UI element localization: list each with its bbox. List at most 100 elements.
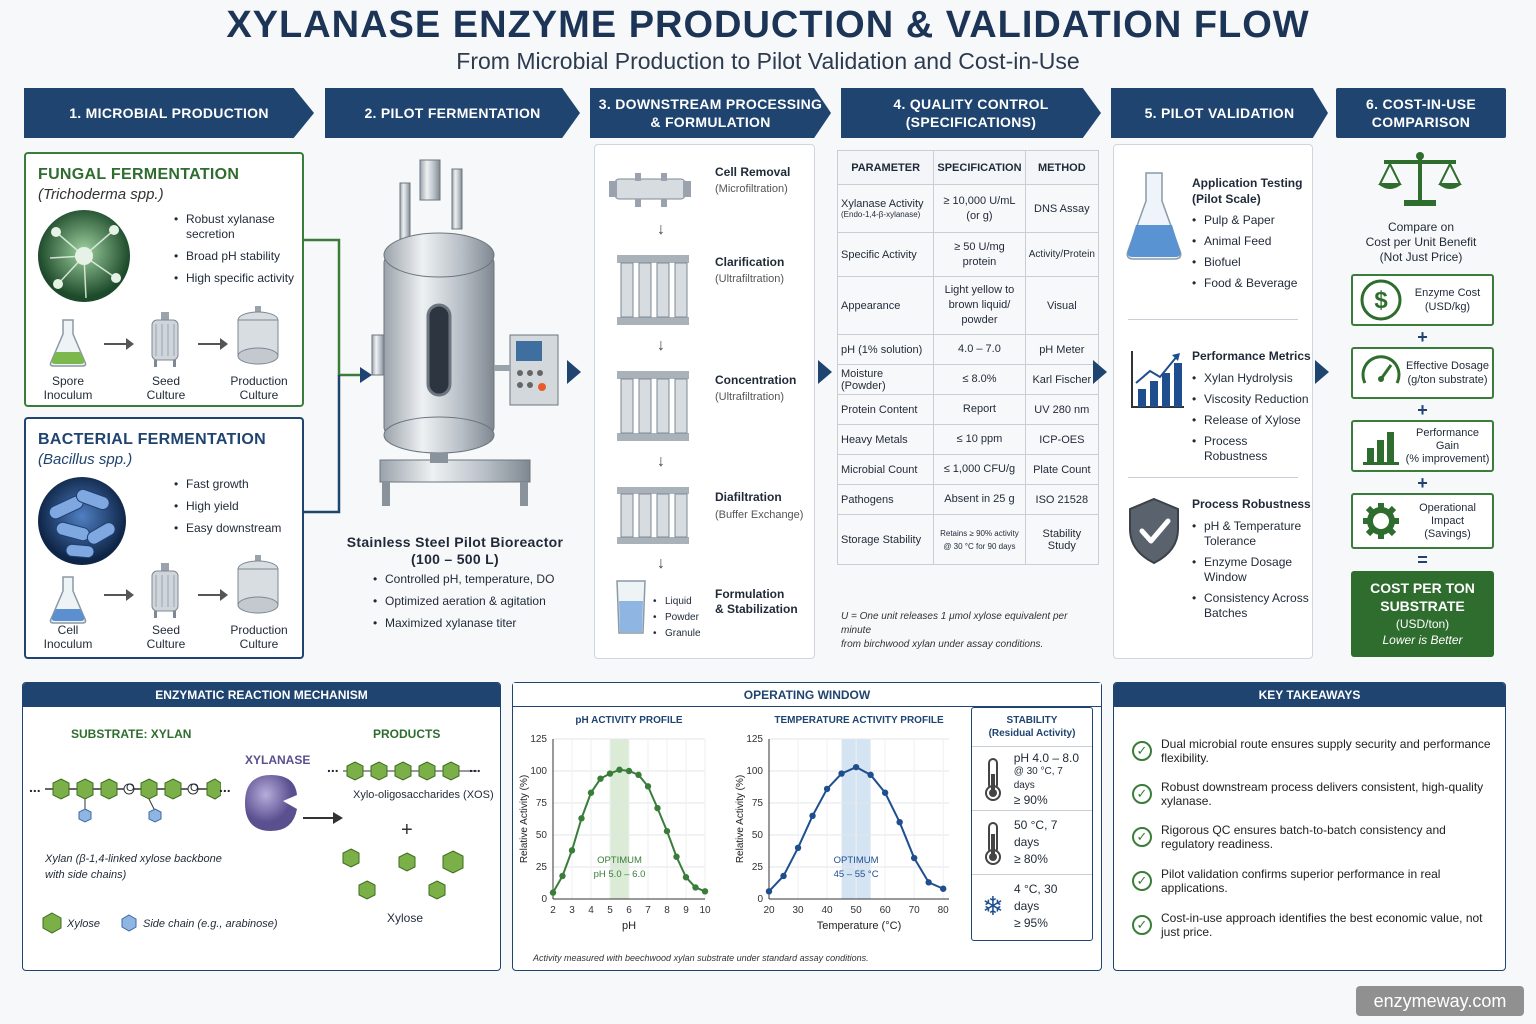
temperature-activity-chart: TEMPERATURE ACTIVITY PROFILE025507510012… [735,715,949,932]
stage-label: 2. PILOT FERMENTATION [364,105,541,121]
validation-list: Pulp & Paper Animal Feed Biofuel Food & … [1192,213,1310,297]
stage-arrow-icon [818,360,832,384]
y-tick-label: 50 [536,830,548,841]
data-point [881,789,889,796]
equals-operator: = [1417,550,1428,570]
check-icon: ✓ [1132,784,1152,804]
data-point [606,770,614,777]
data-point [896,819,903,826]
bullet-item: Pulp & Paper [1192,213,1310,228]
data-point [838,770,845,777]
stage-header-3: 3. DOWNSTREAM PROCESSING & FORMULATION [590,88,831,138]
plus-operator: + [1417,473,1428,493]
qc-parameter: Storage Stability [836,514,935,565]
data-point [568,847,576,854]
check-icon: ✓ [1132,915,1152,935]
cost-item-operational-impact: Operational Impact (Savings) [1351,493,1494,549]
seed-tank-icon [151,312,179,367]
stability-line: ≥ 80% [1013,852,1048,866]
xylose-label: Xylose [387,911,424,925]
thermometer-icon [985,757,1001,801]
fungus-microscope-icon [38,210,130,302]
form-item: Powder [653,613,713,624]
stage-label: 6. COST-IN-USE COMPARISON [1366,96,1476,130]
y-tick-label: 0 [757,894,763,905]
glycosidic-o-label: O [126,782,135,794]
arrowhead-icon [220,589,228,601]
qc-parameter: Xylanase Activity(Endo-1,4-β-xylanase) [836,184,935,233]
operating-footnote: Activity measured with beechwood xylan s… [533,953,869,963]
cost-item-enzyme-cost: $ Enzyme Cost (USD/kg) [1351,274,1494,326]
takeaway-item: ✓Robust downstream process delivers cons… [1132,780,1497,808]
bioreactor-bullets: Controlled pH, temperature, DO Optimized… [373,572,583,638]
data-point [910,854,918,862]
data-point [549,889,557,896]
data-point [925,879,932,886]
x-tick-label: 30 [792,905,804,916]
qc-parameter-name: Microbial Count [841,463,918,476]
data-point [682,874,690,881]
qc-specification: ≥ 10,000 U/mL (or g) [933,184,1026,233]
plus-operator: + [1417,400,1428,420]
data-point [578,815,585,822]
arrowhead-icon [220,338,228,350]
stability-line: @ 30 °C, 7 days [1013,765,1063,791]
y-tick-label: 125 [746,734,763,745]
ellipsis-left: ... [29,779,41,795]
data-point [673,853,680,860]
operating-title: OPERATING WINDOW [513,683,1101,707]
bullet-item: Controlled pH, temperature, DO [373,572,583,587]
production-tank-icon [237,555,279,614]
step-label: Seed Culture [146,623,186,651]
step-name: Formulation & Stabilization [715,587,798,616]
stability-line: pH 4.0 – 8.0 [1013,750,1080,765]
page-title: XYLANASE ENZYME PRODUCTION & VALIDATION … [226,4,1310,46]
bullet-item: Food & Beverage [1192,276,1310,291]
data-point [559,872,566,880]
takeaway-item: ✓Cost-in-use approach identifies the bes… [1132,911,1497,939]
x-axis-label: pH [622,920,636,932]
stage-header-5: 5. PILOT VALIDATION [1111,88,1328,138]
qc-method: Activity/Protein [1024,232,1100,277]
data-point [701,888,709,895]
y-tick-label: 75 [752,798,764,809]
svg-text:$: $ [1374,287,1388,314]
step-label: Spore Inoculum [43,374,93,402]
validation-block-title: Process Robustness [1192,497,1311,511]
step-name: Cell Removal [715,165,791,179]
stage-header-4: 4. QUALITY CONTROL (SPECIFICATIONS) [841,88,1101,138]
cost-item-performance-gain: Performance Gain (% improvement) [1351,420,1494,472]
validation-block-title: Performance Metrics [1192,349,1311,363]
bullet-item: Animal Feed [1192,234,1310,249]
check-icon: ✓ [1132,871,1152,891]
products-label: PRODUCTS [373,727,441,741]
step-name: Concentration [715,373,797,387]
ultrafiltration-unit-icon [617,255,689,325]
stability-line: ≥ 90% [1013,792,1048,807]
fungal-organism: (Trichoderma spp.) [38,186,164,203]
takeaway-text: Pilot validation confirms superior perfo… [1161,867,1441,895]
stage-label: 4. QUALITY CONTROL (SPECIFICATIONS) [893,96,1049,130]
qc-method: pH Meter [1024,334,1100,365]
qc-parameter-name: Appearance [841,299,901,312]
qc-specification: ≤ 1,000 CFU/g [933,454,1026,485]
x-tick-label: 5 [607,905,613,916]
qc-parameter-name: Storage Stability [841,533,922,546]
qc-panel: PARAMETER SPECIFICATION METHOD Xylanase … [836,150,1100,650]
step-sub: (Microfiltration) [715,183,788,195]
qc-parameter: Microbial Count [836,454,935,485]
optimum-label: OPTIMUM [597,855,642,866]
ellipsis-right: ... [219,779,231,795]
reaction-arrow-icon [303,812,343,824]
bullet-item: Robust xylanase secretion [174,212,299,242]
validation-panel: Application Testing (Pilot Scale) Pulp &… [1113,144,1313,659]
cost-result-title: COST PER TON SUBSTRATE [1370,580,1475,614]
xos-label: Xylo-oligosaccharides (XOS) [353,789,494,801]
stage-arrow-icon [1093,360,1107,384]
fungal-bullets: Robust xylanase secretion Broad pH stabi… [174,212,299,293]
stage-label: 3. DOWNSTREAM PROCESSING & FORMULATION [598,96,823,130]
mechanism-title: ENZYMATIC REACTION MECHANISM [23,683,500,707]
divider [1128,477,1298,478]
production-tank-icon [237,306,279,365]
